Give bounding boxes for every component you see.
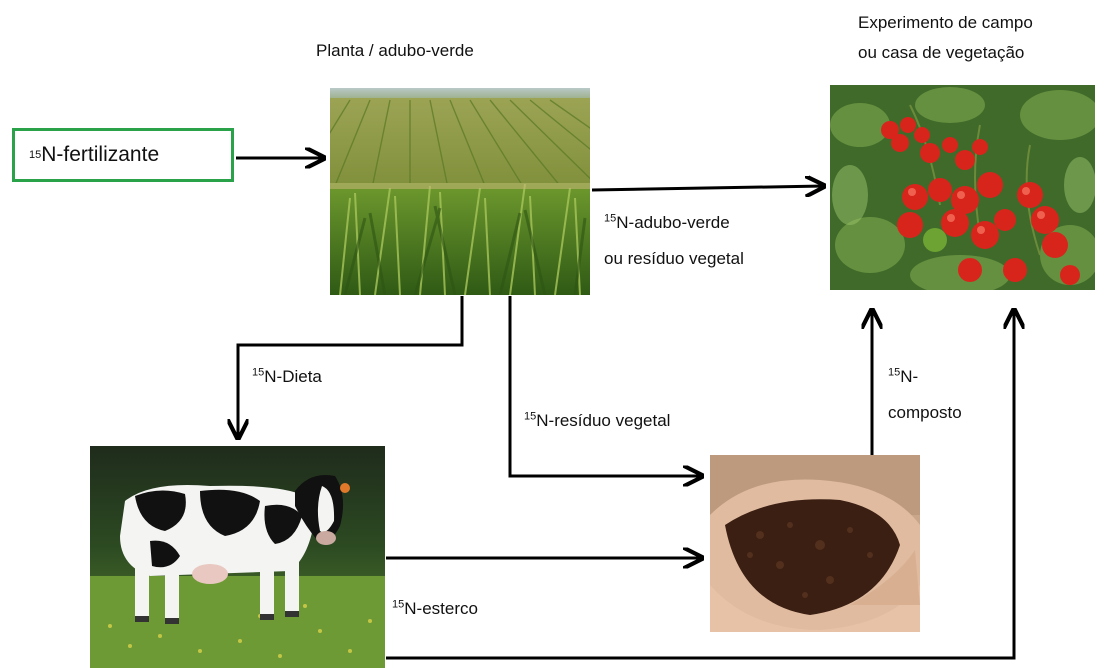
arrow-plant-to-compost xyxy=(508,296,702,476)
plant-residue-sup: 15 xyxy=(524,410,537,423)
arrow-plant-to-experiment xyxy=(591,186,824,190)
label-compost-1: 15N- xyxy=(888,366,918,388)
arrow-plant-to-cow xyxy=(238,296,464,438)
fertilizer-label: N-fertilizante xyxy=(41,143,160,166)
label-green-manure-1: 15N-adubo-verde xyxy=(604,212,730,234)
label-compost-2: composto xyxy=(888,403,962,422)
compost-in-hands-photo xyxy=(710,455,920,632)
label-manure: 15N-esterco xyxy=(392,598,478,620)
green-manure-text1: N-adubo-verde xyxy=(616,213,730,232)
tomato-plant-photo xyxy=(830,85,1095,290)
experiment-title-line1: Experimento de campo xyxy=(858,13,1033,32)
label-diet: 15N-Dieta xyxy=(252,366,322,388)
label-green-manure-2: ou resíduo vegetal xyxy=(604,249,744,268)
compost-text1: N- xyxy=(900,367,919,386)
label-plant-residue: 15N-resíduo vegetal xyxy=(524,410,670,432)
plant-title: Planta / adubo-verde xyxy=(316,41,474,60)
corn-field-photo xyxy=(330,88,590,295)
diet-sup: 15 xyxy=(252,366,265,379)
green-manure-sup: 15 xyxy=(604,212,617,225)
manure-text: N-esterco xyxy=(404,599,478,618)
plant-residue-text: N-resíduo vegetal xyxy=(536,411,671,430)
compost-sup: 15 xyxy=(888,366,901,379)
diet-text: N-Dieta xyxy=(264,367,322,386)
manure-sup: 15 xyxy=(392,598,405,611)
arrow-cow-to-experiment xyxy=(386,310,1014,660)
experiment-title-line2: ou casa de vegetação xyxy=(858,43,1025,62)
holstein-cow-photo xyxy=(90,446,385,668)
